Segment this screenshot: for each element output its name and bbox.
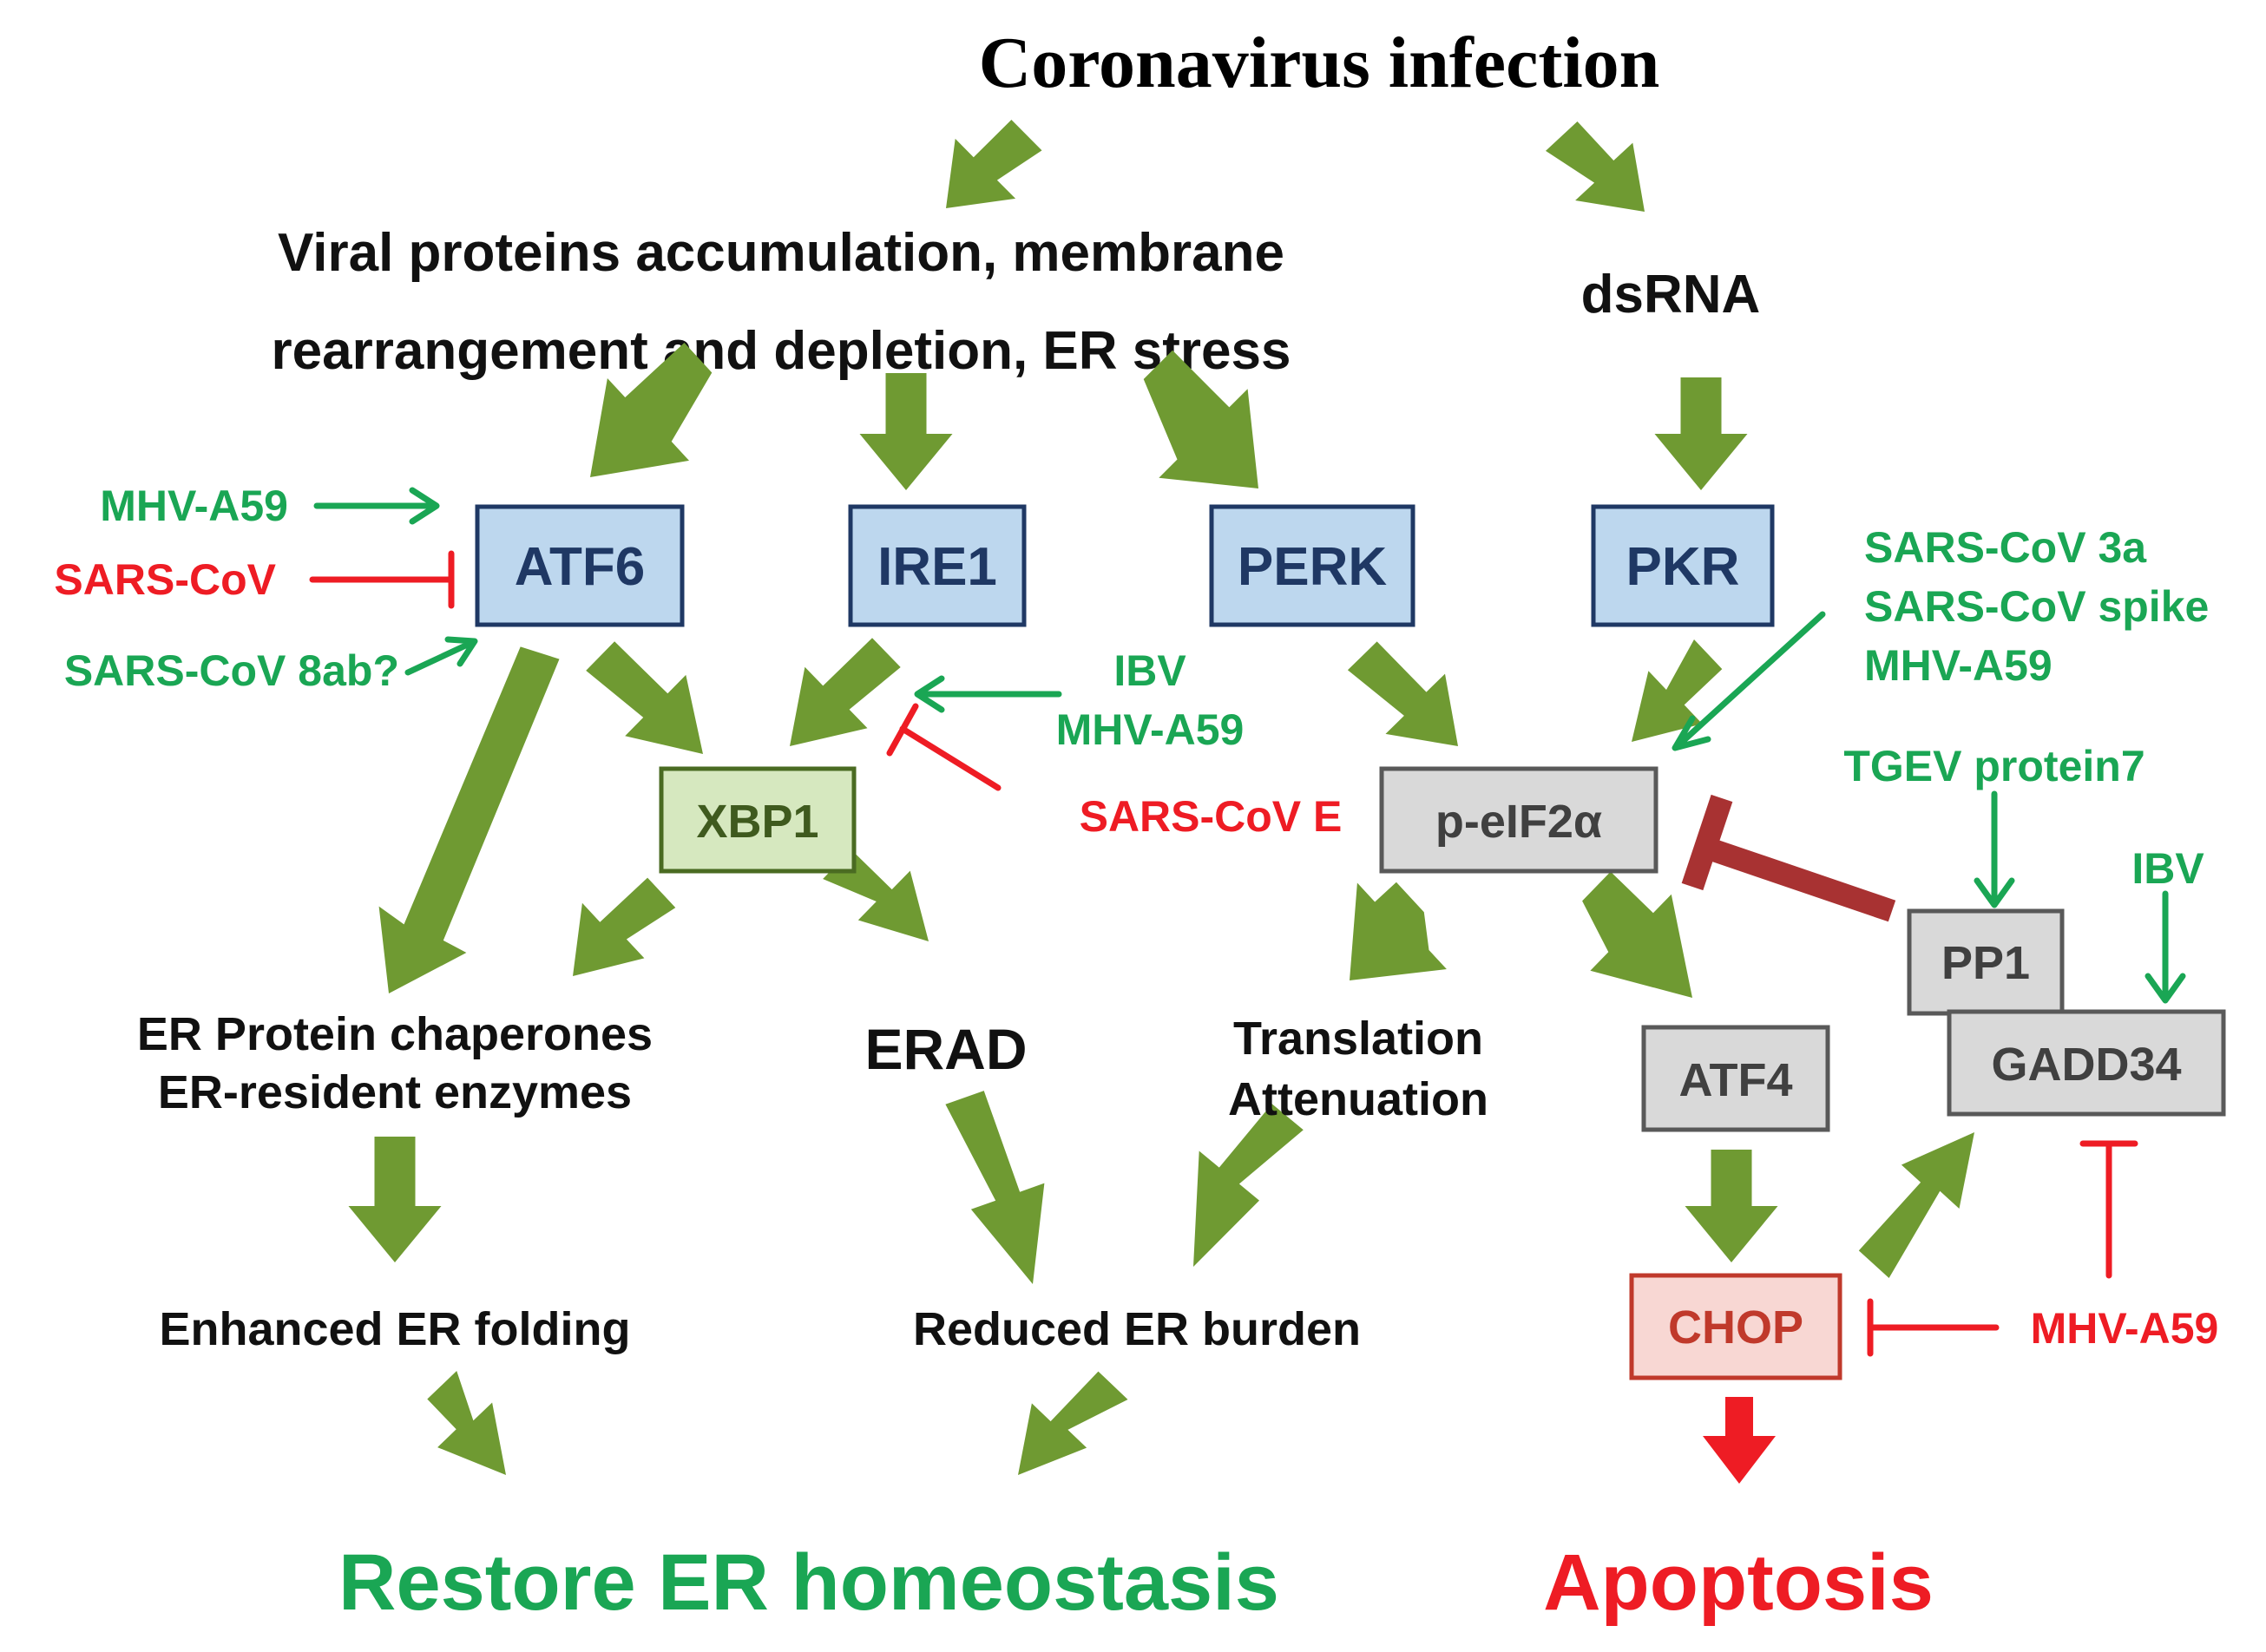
pp1-label: PP1 xyxy=(1941,937,2030,989)
activation-mhv-to-atf6 xyxy=(313,487,440,525)
inhibition-mhv-to-chop xyxy=(1867,1298,2000,1357)
dsrna-label: dsRNA xyxy=(1581,265,1761,324)
label-mhv-chop: MHV-A59 xyxy=(2031,1304,2219,1353)
arrow-erad-to-burden xyxy=(945,1091,1045,1284)
enhanced-folding-label: Enhanced ER folding xyxy=(159,1303,630,1355)
perk-label: PERK xyxy=(1238,537,1387,597)
arrow-atf6-to-chaperones xyxy=(378,646,560,993)
arrow-translation-to-burden xyxy=(1193,1104,1304,1267)
arrow-stress-to-ire1 xyxy=(859,373,953,490)
label-sarscov-e-ire1: SARS-CoV E xyxy=(1080,792,1343,841)
arrow-chop-to-gadd34 xyxy=(1858,1132,1974,1278)
inhibition-sarscov-to-atf6 xyxy=(309,550,455,609)
arrow-peif2a-to-atf4 xyxy=(1582,871,1692,998)
translation-label-line2: Attenuation xyxy=(1228,1073,1488,1125)
translation-label-line1: Translation xyxy=(1233,1013,1483,1065)
arrow-infection-to-dsrna xyxy=(1546,121,1645,212)
arrow-atf4-to-chop xyxy=(1685,1150,1778,1262)
erad-label: ERAD xyxy=(864,1017,1027,1081)
arrow-chop-to-apoptosis xyxy=(1703,1397,1776,1484)
xbp1-label: XBP1 xyxy=(696,796,818,848)
arrow-dsrna-to-pkr xyxy=(1654,377,1748,490)
inhibition-mhv-to-gadd34 xyxy=(2079,1140,2138,1279)
arrow-peif2a-to-translation xyxy=(1350,882,1447,980)
atf6-label: ATF6 xyxy=(515,537,645,597)
diagram-title: Coronavirus infection xyxy=(979,23,1660,103)
ire1-label: IRE1 xyxy=(877,537,997,597)
peif2a-box: p-eIF2α xyxy=(1379,766,1658,874)
activation-8ab-to-atf6 xyxy=(404,636,478,676)
reduced-burden-label: Reduced ER burden xyxy=(913,1303,1361,1355)
label-ibv-ire1: IBV xyxy=(1113,646,1186,695)
viral-modulator-connectors xyxy=(309,487,2186,1357)
arrow-stress-to-perk xyxy=(1143,350,1258,488)
arrow-pkr-to-peif2a xyxy=(1632,639,1723,742)
arrow-stress-to-atf6 xyxy=(590,343,713,477)
arrow-chaperones-to-folding xyxy=(348,1137,442,1262)
label-mhv-ire1: MHV-A59 xyxy=(1056,705,1245,754)
chaperones-label-line1: ER Protein chaperones xyxy=(137,1008,653,1060)
arrow-folding-to-restore xyxy=(427,1371,506,1475)
perk-box: PERK xyxy=(1209,504,1415,627)
label-sars-spike: SARS-CoV spike xyxy=(1864,582,2209,631)
activation-sars-to-peif2a xyxy=(1672,611,1826,751)
pp1-box: PP1 xyxy=(1907,908,2065,1016)
inhibition-pp1-to-peif2a xyxy=(1697,835,1896,922)
chop-box: CHOP xyxy=(1629,1273,1842,1380)
pkr-box: PKR xyxy=(1591,504,1775,627)
arrow-infection-to-stress xyxy=(946,120,1042,208)
xbp1-box: XBP1 xyxy=(659,766,857,874)
label-tgev-pp1: TGEV protein7 xyxy=(1843,742,2144,790)
arrow-ire1-to-xbp1 xyxy=(790,638,901,746)
peif2a-label: p-eIF2α xyxy=(1435,796,1602,848)
ire1-box: IRE1 xyxy=(848,504,1027,627)
chaperones-label-line2: ER-resident enzymes xyxy=(158,1066,632,1118)
gadd34-label: GADD34 xyxy=(1991,1039,2181,1091)
label-sars-3a: SARS-CoV 3a xyxy=(1864,523,2147,572)
label-sarscov-atf6: SARS-CoV xyxy=(54,555,276,604)
er-stress-label-line1: Viral proteins accumulation, membrane xyxy=(278,223,1284,283)
label-mhv-atf6: MHV-A59 xyxy=(100,482,288,530)
label-ibv-gadd34: IBV xyxy=(2131,844,2204,893)
chop-label: CHOP xyxy=(1668,1301,1803,1354)
outcome-restore-homeostasis: Restore ER homeostasis xyxy=(338,1538,1279,1627)
inhibition-sarscov-e-to-ire1 xyxy=(886,703,1002,791)
atf4-label: ATF4 xyxy=(1679,1054,1793,1106)
gadd34-box: GADD34 xyxy=(1947,1009,2226,1117)
arrow-atf6-to-xbp1 xyxy=(586,641,703,754)
arrow-xbp1-to-chaperones xyxy=(573,877,676,976)
arrow-perk-to-peif2a xyxy=(1347,641,1458,746)
label-8ab-atf6: SARS-CoV 8ab? xyxy=(64,646,399,695)
pathway-arrows xyxy=(348,120,1974,1475)
arrow-burden-to-restore xyxy=(1018,1371,1128,1475)
activation-ibv-to-gadd34 xyxy=(2144,890,2186,1004)
label-mhv-peif2a: MHV-A59 xyxy=(1864,641,2053,690)
atf6-box: ATF6 xyxy=(475,504,685,627)
pkr-label: PKR xyxy=(1626,537,1740,597)
outcome-apoptosis: Apoptosis xyxy=(1543,1538,1934,1627)
er-stress-label-line2: rearrangement and depletion, ER stress xyxy=(272,321,1291,381)
activation-ibv-mhv-to-ire1 xyxy=(914,675,1062,713)
atf4-box: ATF4 xyxy=(1641,1025,1830,1132)
activation-tgev-to-pp1 xyxy=(1974,790,2015,908)
inhibition-bar-peif2a xyxy=(1681,794,1733,891)
